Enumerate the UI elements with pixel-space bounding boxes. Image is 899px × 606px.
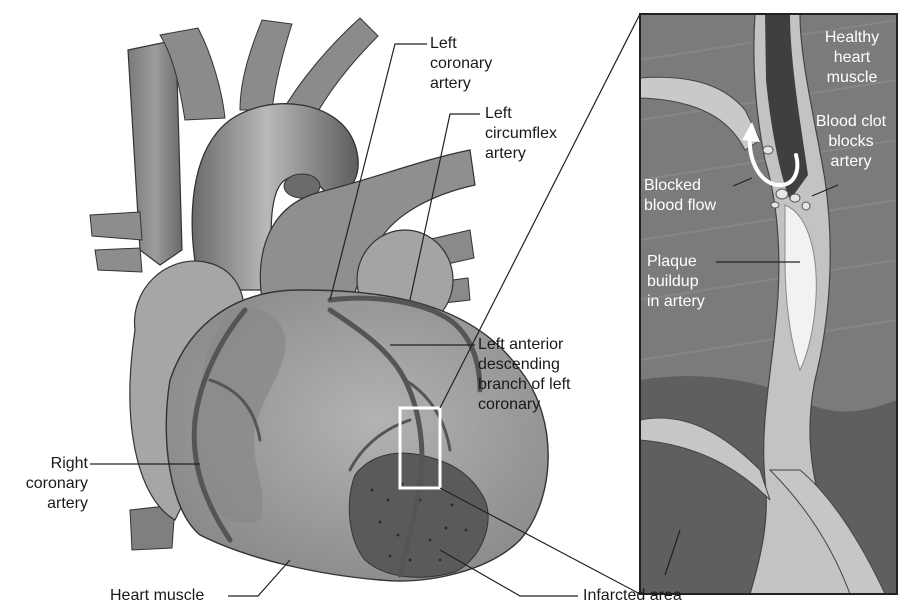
label-healthy-heart-muscle: Healthy heart muscle	[812, 28, 892, 88]
label-left-coronary-artery: Left coronary artery	[430, 34, 492, 94]
label-line: artery	[430, 74, 492, 94]
heart	[90, 18, 548, 581]
label-blood-clot: Blood clot blocks artery	[806, 112, 896, 172]
label-line: Left	[430, 34, 492, 54]
label-infarcted-area: Infarcted area	[583, 586, 682, 606]
label-line: artery	[485, 144, 557, 164]
label-line: circumflex	[485, 124, 557, 144]
label-line: Right	[12, 454, 88, 474]
label-line: descending	[478, 355, 571, 375]
label-line: heart	[812, 48, 892, 68]
pulmonary-vein-left-2	[95, 248, 142, 272]
label-line: coronary	[430, 54, 492, 74]
label-line: muscle	[812, 68, 892, 88]
label-line: coronary	[478, 395, 571, 415]
label-line: coronary	[12, 474, 88, 494]
label-line: blood flow	[644, 196, 736, 216]
label-line: in artery	[647, 292, 727, 312]
label-line: branch of left	[478, 375, 571, 395]
label-left-anterior-descending: Left anterior descending branch of left …	[478, 335, 571, 415]
label-line: Blocked	[644, 176, 736, 196]
label-line: Blood clot	[806, 112, 896, 132]
label-line: blocks	[806, 132, 896, 152]
label-line: artery	[12, 494, 88, 514]
label-line: Left anterior	[478, 335, 571, 355]
label-heart-muscle: Heart muscle	[110, 586, 204, 606]
label-line: Healthy	[812, 28, 892, 48]
leader-heart-muscle	[228, 560, 290, 596]
label-left-circumflex-artery: Left circumflex artery	[485, 104, 557, 164]
label-plaque-buildup: Plaque buildup in artery	[647, 252, 727, 312]
label-line: Infarcted area	[583, 586, 682, 606]
label-line: Left	[485, 104, 557, 124]
label-blocked-blood-flow: Blocked blood flow	[644, 176, 736, 216]
label-line: buildup	[647, 272, 727, 292]
label-right-coronary-artery: Right coronary artery	[12, 454, 88, 514]
pulmonary-vein-left-1	[90, 212, 142, 240]
label-line: artery	[806, 152, 896, 172]
carotid-artery	[240, 20, 292, 110]
label-line: Heart muscle	[110, 586, 204, 606]
label-line: Plaque	[647, 252, 727, 272]
